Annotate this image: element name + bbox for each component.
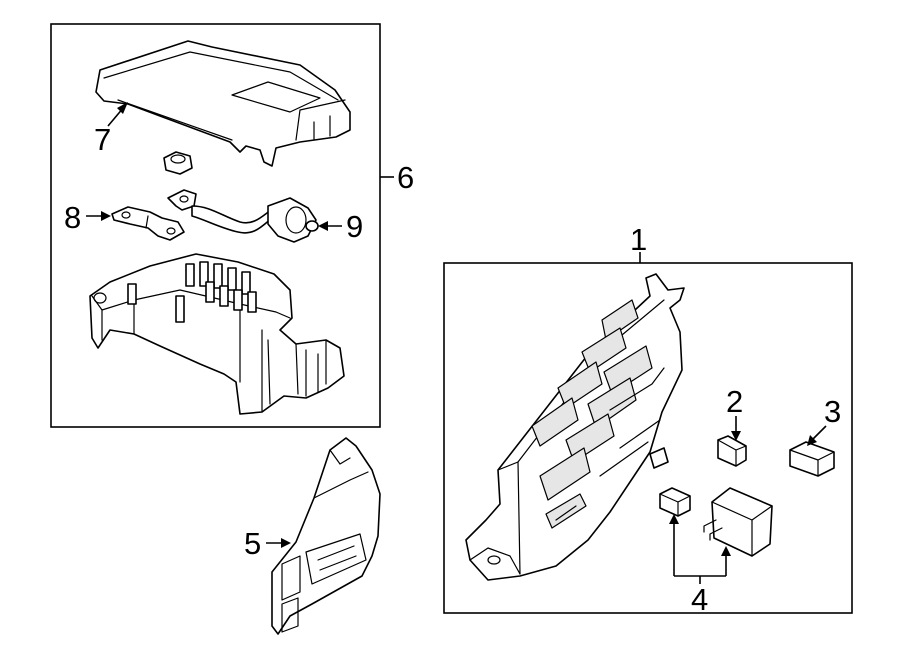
arrowhead-5	[281, 538, 291, 548]
relay-large[interactable]	[703, 487, 773, 557]
arrowhead-4-right	[721, 546, 731, 556]
leader-3	[811, 425, 827, 441]
relay-small[interactable]	[659, 487, 691, 517]
arrowhead-4-left	[669, 514, 679, 524]
arrowhead-3	[807, 435, 817, 446]
callout-6[interactable]: 6	[397, 160, 414, 195]
callout-4[interactable]: 4	[691, 582, 708, 617]
callout-2[interactable]: 2	[726, 384, 743, 419]
fuse-box-cover[interactable]	[95, 40, 351, 167]
callout-5[interactable]: 5	[244, 526, 261, 561]
terminal-strap[interactable]	[111, 206, 185, 241]
callout-3[interactable]: 3	[824, 394, 841, 429]
fuse-box-shield[interactable]	[271, 437, 381, 635]
body-control-module[interactable]	[465, 273, 685, 581]
arrowhead-2	[731, 431, 741, 441]
assembly-box-6	[50, 23, 381, 428]
mini-relay[interactable]	[717, 435, 747, 467]
assembly-box-1	[443, 262, 853, 614]
fuse-box-housing[interactable]	[89, 253, 345, 415]
callout-7[interactable]: 7	[94, 122, 111, 157]
arrowhead-8	[101, 211, 111, 221]
battery-cable[interactable]	[167, 189, 319, 243]
hex-nut[interactable]	[163, 151, 193, 175]
callout-8[interactable]: 8	[64, 200, 81, 235]
arrowhead-7	[117, 102, 128, 114]
arrowhead-9	[318, 221, 328, 231]
relay-block[interactable]	[789, 441, 835, 477]
callout-9[interactable]: 9	[346, 209, 363, 244]
callout-1[interactable]: 1	[630, 222, 647, 257]
